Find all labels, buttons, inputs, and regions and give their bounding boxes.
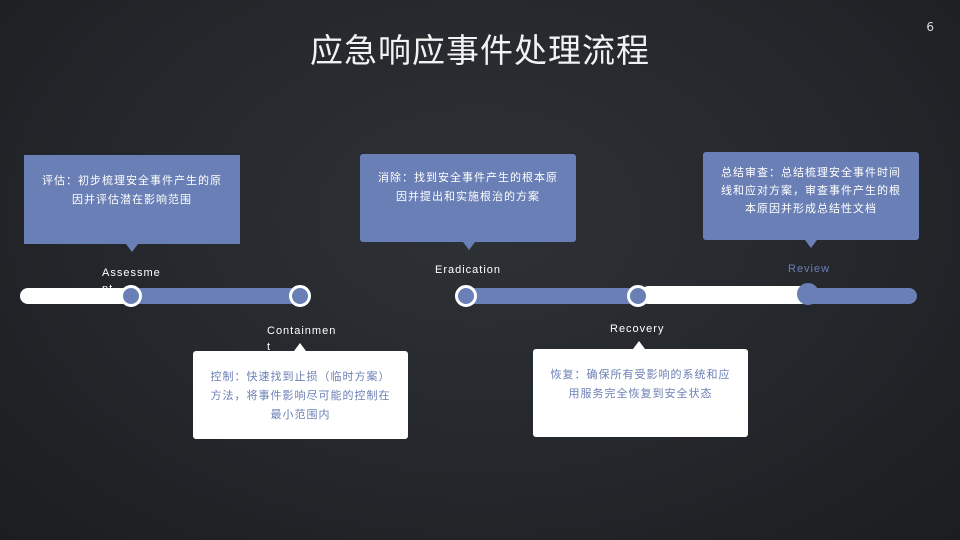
callout-pointer	[633, 341, 645, 349]
stage-label-review: Review	[788, 263, 831, 275]
timeline-node-containment[interactable]	[289, 285, 311, 307]
callout-pointer	[126, 244, 138, 252]
stage-label-recovery: Recovery	[610, 323, 665, 335]
callout-review: 总结审查：总结梳理安全事件时间线和应对方案，审查事件产生的根本原因并形成总结性文…	[703, 152, 919, 240]
callout-eradication: 消除：找到安全事件产生的根本原因并提出和实施根治的方案	[360, 154, 576, 242]
callout-pointer	[805, 240, 817, 248]
stage-label-assessment: Assessment	[102, 267, 161, 295]
callout-pointer	[294, 343, 306, 351]
timeline-progress-right	[640, 286, 810, 304]
timeline-node-recovery[interactable]	[627, 285, 649, 307]
callout-recovery: 恢复：确保所有受影响的系统和应用服务完全恢复到安全状态	[533, 349, 748, 437]
timeline-node-assessment[interactable]	[120, 285, 142, 307]
timeline-node-eradication[interactable]	[455, 285, 477, 307]
page-number: 6	[926, 20, 934, 34]
callout-assessment: 评估：初步梳理安全事件产生的原因并评估潜在影响范围	[24, 155, 240, 244]
stage-label-containment: Containment	[267, 325, 337, 353]
timeline-node-review[interactable]	[797, 283, 819, 305]
callout-containment: 控制：快速找到止损（临时方案）方法，将事件影响尽可能的控制在最小范围内	[193, 351, 408, 439]
timeline-progress-left	[20, 288, 135, 304]
stage-label-eradication: Eradication	[435, 264, 502, 276]
slide-title: 应急响应事件处理流程	[310, 31, 650, 70]
callout-pointer	[463, 242, 475, 250]
